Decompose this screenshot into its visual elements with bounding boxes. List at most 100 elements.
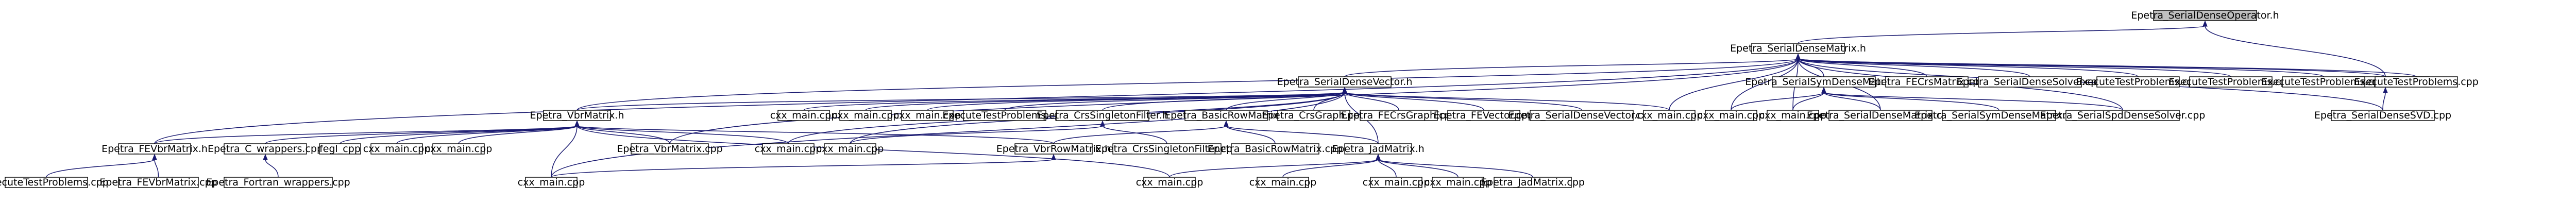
node-cxx-main-cpp[interactable]: cxx_main.cpp <box>894 110 961 121</box>
node-epetra-fecrsgraph-cpp[interactable]: Epetra_FECrsGraph.cpp <box>1341 110 1457 121</box>
node-cxx-main-cpp[interactable]: cxx_main.cpp <box>363 143 431 155</box>
node-executetestproblems-cpp[interactable]: ExecuteTestProblems.cpp <box>0 177 109 188</box>
edge-sdm_h-to-etp4 <box>1795 53 2417 77</box>
node-cxx-main-cpp[interactable]: cxx_main.cpp <box>425 143 493 155</box>
node-epetra-fevbrmatrix-cpp[interactable]: Epetra_FEVbrMatrix.cpp <box>99 177 217 188</box>
node-epetra-basicrowmatrix-cpp[interactable]: Epetra_BasicRowMatrix.cpp <box>1208 143 1343 155</box>
node-box <box>1298 76 1392 88</box>
node-epetra-jadmatrix-h[interactable]: Epetra_JadMatrix.h <box>1332 143 1424 155</box>
edge-jad_h-to-cxx_m <box>1282 154 1381 178</box>
node-box <box>525 177 578 188</box>
node-box <box>1432 177 1484 188</box>
edge-vbr_h-to-cwrap_cpp <box>265 120 580 144</box>
node-label: Epetra_FEVbrMatrix.h <box>101 143 208 155</box>
node-epetra-serialsymdensematrix-h[interactable]: Epetra_SerialSymDenseMatrix.h <box>1745 76 1903 88</box>
node-label: ExecuteTestProblems.cpp <box>0 177 109 188</box>
node-label: Epetra_FEVbrMatrix.cpp <box>99 177 217 188</box>
node-cxx-main-cpp[interactable]: cxx_main.cpp <box>755 143 822 155</box>
node-label: ExecuteTestProblems.cpp <box>2261 76 2386 88</box>
node-box <box>1143 177 1196 188</box>
edge-line <box>458 125 578 144</box>
node-label: cxx_main.cpp <box>817 143 884 155</box>
node-cxx-main-cpp[interactable]: cxx_main.cpp <box>1698 110 1765 121</box>
node-cxx-main-cpp[interactable]: cxx_main.cpp <box>832 110 900 121</box>
node-label: Epetra_BasicRowMatrix.h <box>1164 110 1288 121</box>
node-epetra-serialspddensesolver-cpp[interactable]: Epetra_SerialSpdDenseSolver.cpp <box>2040 110 2206 121</box>
node-label: cxx_main.cpp <box>1759 110 1827 121</box>
node-executetestproblems-cpp[interactable]: ExecuteTestProblems.cpp <box>2076 76 2200 88</box>
node-fegl-cpp[interactable]: fegl_cpp <box>319 143 361 155</box>
node-label: Epetra_SerialDenseVector.cpp <box>1508 110 1655 121</box>
edge-line <box>1731 58 1799 111</box>
node-box <box>1530 110 1634 121</box>
node-box <box>1772 76 1876 88</box>
node-label: cxx_main.cpp <box>1363 177 1430 188</box>
node-epetra-serialdensematrix-cpp[interactable]: Epetra_SerialDenseMatrix.cpp <box>1807 110 1954 121</box>
node-label: Epetra_FECrsMatrix.cpp <box>1869 76 1986 88</box>
node-epetra-serialdenseoperator-h[interactable]: Epetra_SerialDenseOperator.h <box>2131 10 2279 21</box>
node-label: cxx_main.cpp <box>1636 110 1703 121</box>
node-epetra-serialdensevector-h[interactable]: Epetra_SerialDenseVector.h <box>1277 76 1413 88</box>
node-box <box>1494 177 1572 188</box>
edge-line <box>1792 92 1824 111</box>
node-executetestproblems-cpp[interactable]: ExecuteTestProblems.cpp <box>2261 76 2386 88</box>
node-epetra-vbrmatrix-cpp[interactable]: Epetra_VbrMatrix.cpp <box>617 143 722 155</box>
node-epetra-serialdensematrix-h[interactable]: Epetra_SerialDenseMatrix.h <box>1730 43 1866 54</box>
edge-line <box>1226 125 1276 144</box>
node-executetestproblems-cpp[interactable]: ExecuteTestProblems.cpp <box>942 110 1067 121</box>
node-box <box>1705 110 1757 121</box>
node-label: Epetra_CrsSingletonFilter.cpp <box>1095 143 1239 155</box>
edge-line <box>577 125 789 144</box>
edge-sdv_h-to-cxx_k <box>551 87 1347 178</box>
node-cxx-main-cpp[interactable]: cxx_main.cpp <box>1249 177 1317 188</box>
edge-line <box>1798 58 2386 77</box>
node-box <box>118 177 199 188</box>
node-executetestproblems-cpp[interactable]: ExecuteTestProblems.cpp <box>2168 76 2293 88</box>
node-cxx-main-cpp[interactable]: cxx_main.cpp <box>518 177 585 188</box>
node-epetra-fevbrmatrix-h[interactable]: Epetra_FEVbrMatrix.h <box>101 143 208 155</box>
node-label: Epetra_JadMatrix.cpp <box>1481 177 1585 188</box>
node-epetra-basicrowmatrix-h[interactable]: Epetra_BasicRowMatrix.h <box>1164 110 1288 121</box>
node-cxx-main-cpp[interactable]: cxx_main.cpp <box>1363 177 1430 188</box>
node-box <box>1885 76 1969 88</box>
edge-fevbr_h-to-etp6 <box>46 154 157 178</box>
node-cxx-main-cpp[interactable]: cxx_main.cpp <box>770 110 838 121</box>
node-cxx-main-cpp[interactable]: cxx_main.cpp <box>1425 177 1492 188</box>
node-epetra-fevector-cpp[interactable]: Epetra_FEVector.cpp <box>1434 110 1534 121</box>
node-epetra-vbrmatrix-h[interactable]: Epetra_VbrMatrix.h <box>530 110 624 121</box>
edge-line <box>2382 92 2386 111</box>
node-label: Epetra_BasicRowMatrix.cpp <box>1208 143 1343 155</box>
node-epetra-crssingletonfilter-cpp[interactable]: Epetra_CrsSingletonFilter.cpp <box>1095 143 1239 155</box>
node-epetra-crssingletonfilter-h[interactable]: Epetra_CrsSingletonFilter.h <box>1037 110 1168 121</box>
node-epetra-vbrrowmatrix-h[interactable]: Epetra_VbrRowMatrix.h <box>996 143 1111 155</box>
node-cxx-main-cpp[interactable]: cxx_main.cpp <box>1136 177 1204 188</box>
node-cxx-main-cpp[interactable]: cxx_main.cpp <box>1636 110 1703 121</box>
edge-line <box>1798 25 2206 44</box>
node-box <box>2282 76 2365 88</box>
edge-line <box>1004 92 1345 111</box>
node-epetra-c-wrappers-cpp[interactable]: Epetra_C_wrappers.cpp <box>208 143 323 155</box>
edge-vbr_h-to-fevbr_h <box>154 120 580 144</box>
node-epetra-fortran-wrappers-cpp[interactable]: Epetra_Fortran_wrappers.cpp <box>206 177 350 188</box>
node-cxx-main-cpp[interactable]: cxx_main.cpp <box>817 143 884 155</box>
node-epetra-crsgraph-cpp[interactable]: Epetra_CrsGraph.cpp <box>1262 110 1366 121</box>
edge-line <box>551 159 1054 178</box>
node-epetra-jadmatrix-cpp[interactable]: Epetra_JadMatrix.cpp <box>1481 177 1585 188</box>
node-epetra-serialdensesolver-cpp[interactable]: Epetra_SerialDenseSolver.cpp <box>1957 76 2103 88</box>
edge-crssingfilt_h-to-crssingfilt_cpp <box>1100 120 1167 144</box>
node-epetra-serialdensesvd-cpp[interactable]: Epetra_SerialDenseSVD.cpp <box>2314 110 2451 121</box>
node-label: cxx_main.cpp <box>1249 177 1317 188</box>
node-box <box>824 143 876 155</box>
node-executetestproblems-cpp[interactable]: ExecuteTestProblems.cpp <box>2354 76 2479 88</box>
node-cxx-main-cpp[interactable]: cxx_main.cpp <box>1759 110 1827 121</box>
node-label: Epetra_FEVector.cpp <box>1434 110 1534 121</box>
node-label: Epetra_SerialDenseVector.h <box>1277 76 1413 88</box>
node-epetra-serialdensevector-cpp[interactable]: Epetra_SerialDenseVector.cpp <box>1508 110 1655 121</box>
node-epetra-fecrsmatrix-cpp[interactable]: Epetra_FECrsMatrix.cpp <box>1869 76 1986 88</box>
edge-sdv_h-to-cxx_d <box>1342 87 1670 111</box>
edge-arrowhead <box>574 120 580 127</box>
edge-line <box>551 125 578 178</box>
node-epetra-serialsymdensematrix-cpp[interactable]: Epetra_SerialSymDenseMatrix.cpp <box>1914 110 2083 121</box>
edge-line <box>1823 92 1881 111</box>
node-label: Epetra_VbrRowMatrix.h <box>996 143 1111 155</box>
